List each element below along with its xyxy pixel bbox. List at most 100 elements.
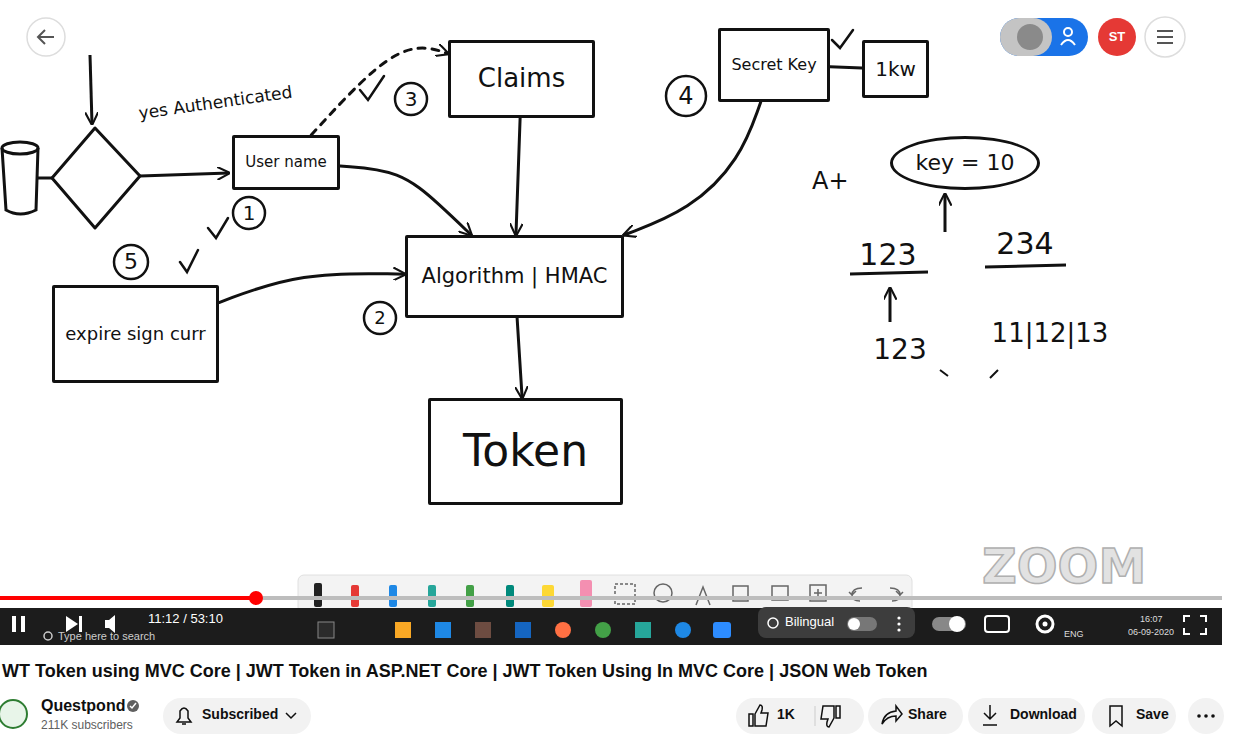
clock-date: 06-09-2020 (1128, 628, 1174, 638)
decision-diamond (52, 128, 140, 228)
node-text: key = 10 (916, 150, 1015, 175)
channel-avatar (0, 700, 27, 728)
verified-badge (127, 700, 139, 712)
back-arrow (38, 30, 54, 44)
taskbar-icon (435, 622, 451, 638)
node-text: Secret Key (731, 56, 816, 74)
menu-icon (1157, 31, 1173, 43)
handwritten-note: yes Authenticated (137, 83, 293, 123)
fullscreen-icon (1184, 616, 1206, 634)
flow-arrow (140, 173, 229, 176)
taskbar-icon (595, 622, 611, 638)
avatar-icon (1017, 24, 1043, 50)
taskbar-icon (713, 622, 731, 638)
person-icon (1061, 40, 1075, 45)
language-indicator: ENG (1064, 630, 1084, 640)
more-icon (1197, 714, 1201, 718)
taskbar-icon (675, 622, 691, 638)
check-mark (180, 250, 198, 272)
button-label: Download (1010, 707, 1077, 722)
share-icon (882, 706, 902, 724)
connector (311, 48, 448, 135)
globe-icon (768, 618, 778, 628)
pointer-arrow (944, 194, 947, 232)
pause-icon (21, 616, 25, 632)
process-box: User name (232, 135, 340, 190)
callout-circle (114, 245, 148, 279)
button-label: Save (1136, 707, 1169, 722)
toggle-knob (848, 618, 860, 630)
menu-button (1145, 17, 1185, 57)
like-count: 1K (777, 707, 795, 722)
callout-number: 5 (124, 250, 138, 274)
ellipse-node: key = 10 (890, 136, 1040, 190)
avatar-initials: ST (1109, 30, 1126, 44)
view-toggle (1000, 18, 1088, 56)
node-text: 1kw (875, 58, 916, 81)
taskbar-icon (555, 622, 571, 638)
progress-track (0, 596, 1222, 600)
share-button (868, 698, 963, 734)
pause-icon (12, 616, 16, 632)
clock-time: 16:07 (1140, 615, 1163, 625)
callout-number: 3 (405, 88, 418, 110)
like-icon (749, 705, 768, 726)
callout-number: 4 (678, 83, 693, 109)
process-box: Algorithm | HMAC (405, 235, 624, 318)
callout-circle (233, 197, 265, 229)
verified-badge (130, 703, 136, 708)
callout-circle (666, 76, 706, 116)
watermark: ZOOM (982, 540, 1146, 593)
pen-tool (314, 583, 322, 607)
handwritten-number: 123 (873, 335, 926, 366)
taskbar-icon (475, 622, 491, 638)
captions-icon (985, 616, 1009, 632)
settings-icon (1037, 616, 1053, 632)
callout-number: 2 (374, 308, 385, 328)
connector (517, 318, 522, 398)
process-box: 1kw (862, 40, 929, 98)
process-box: Token (428, 398, 623, 505)
handwritten-number: 123 (859, 238, 916, 271)
toggle-switch (847, 617, 877, 631)
check-mark (208, 218, 228, 238)
next-icon (79, 616, 82, 632)
more-icon (1211, 714, 1215, 718)
video-time: 11:12 / 53:10 (148, 612, 223, 626)
button-label: Share (908, 707, 947, 722)
more-icon (897, 628, 900, 631)
flow-arrow (90, 55, 92, 124)
pen-mark (940, 370, 998, 378)
node-text: Token (463, 426, 588, 477)
pointer-arrow (889, 288, 892, 322)
progress-handle (249, 591, 263, 605)
database-symbol (2, 148, 38, 214)
download-icon (983, 705, 997, 725)
progress-played (0, 596, 256, 600)
callout-circle (364, 302, 396, 334)
callout-circle (395, 83, 427, 115)
node-text: User name (245, 154, 327, 171)
handwritten-number: 11|12|13 (992, 319, 1109, 348)
toggle-label: Bilingual (785, 615, 834, 629)
connector (219, 274, 405, 303)
eraser-tool (580, 580, 592, 607)
connector (340, 166, 471, 235)
search-placeholder: Type here to search (58, 630, 155, 642)
subtitle-pill (758, 607, 915, 638)
flow-line (38, 177, 52, 180)
connector (624, 102, 761, 235)
more-icon (897, 622, 900, 625)
connector (830, 67, 862, 68)
process-box: expire sign curr (52, 285, 219, 383)
check-mark (832, 30, 853, 48)
back-button (27, 18, 65, 56)
select-tool (615, 584, 635, 604)
dislike-icon (821, 706, 840, 727)
connector (516, 118, 520, 235)
save-button (1092, 698, 1176, 734)
underline (850, 272, 928, 274)
save-icon (1110, 706, 1122, 726)
process-box: Claims (448, 40, 595, 118)
